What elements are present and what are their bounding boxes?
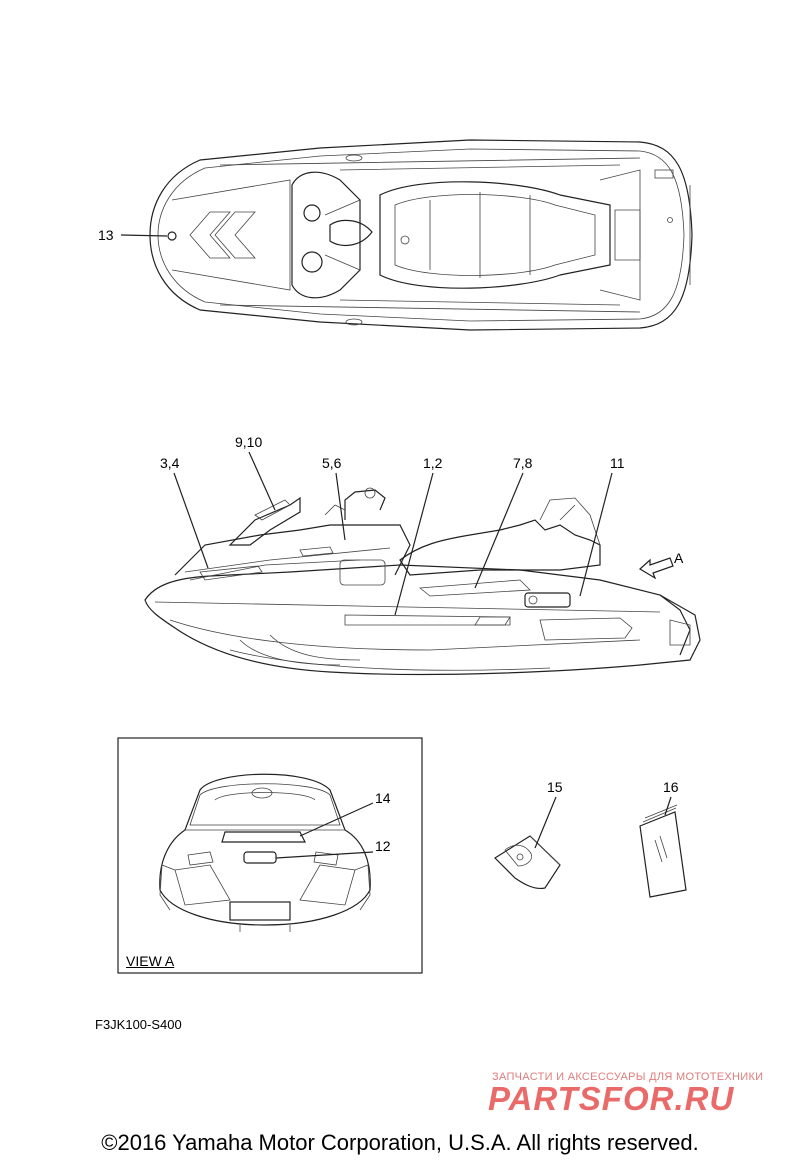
part-16-document-bag (639, 804, 687, 898)
copyright-notice: ©2016 Yamaha Motor Corporation, U.S.A. A… (101, 1130, 699, 1155)
callout-3-4: 3,4 (160, 455, 180, 471)
part-code: F3JK100-S400 (95, 1017, 182, 1032)
callout-11: 11 (610, 455, 625, 471)
callout-7-8: 7,8 (513, 455, 533, 471)
side-view-watercraft (144, 487, 701, 676)
callout-9-10: 9,10 (235, 434, 262, 450)
callout-14: 14 (375, 790, 391, 806)
watermark-logo: PARTSFOR.RU (488, 1080, 735, 1117)
callout-13: 13 (98, 227, 114, 243)
callout-16: 16 (663, 779, 679, 795)
callout-A: A (674, 550, 684, 566)
callout-15: 15 (547, 779, 563, 795)
view-a-box (117, 737, 423, 974)
callout-12: 12 (375, 838, 391, 854)
callout-5-6: 5,6 (322, 455, 342, 471)
callout-1-2: 1,2 (423, 455, 443, 471)
view-a-label: VIEW A (126, 953, 175, 969)
watermark-tagline: ЗАПЧАСТИ И АКСЕССУАРЫ ДЛЯ МОТОТЕХНИКИ (492, 1071, 764, 1083)
rear-view-watercraft (159, 773, 371, 932)
top-view-watercraft (149, 139, 693, 331)
part-15-tool-pouch (494, 835, 561, 890)
